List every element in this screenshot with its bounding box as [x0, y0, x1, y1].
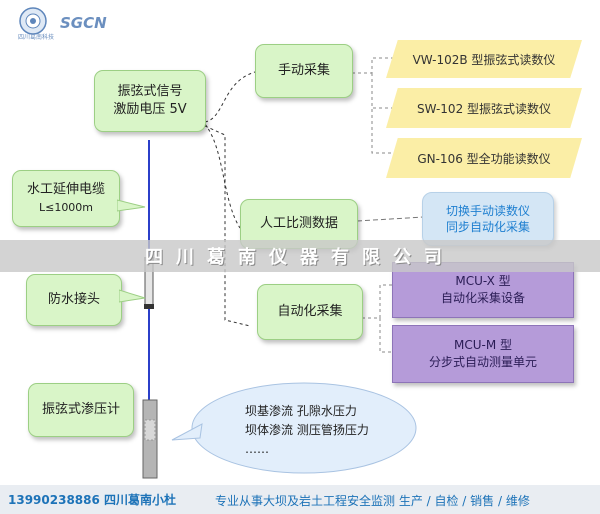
dashed-link-switch — [356, 216, 425, 222]
device-mcu-m-desc: 分步式自动测量单元 — [428, 355, 537, 369]
gauge-callout: 振弦式渗压计 — [28, 383, 134, 437]
footer-contact: 13990238886 四川葛南小杜 — [8, 493, 177, 507]
gauge-label: 振弦式渗压计 — [41, 402, 120, 417]
dashed-link-instruments — [352, 57, 393, 154]
joint-callout-pointer — [119, 289, 146, 303]
logo-text: SGCN — [60, 14, 107, 32]
dashed-link-manual — [204, 71, 256, 123]
joint-label: 防水接头 — [47, 292, 100, 307]
signal-callout: 振弦式信号 激励电压 5V — [94, 70, 206, 132]
joint-callout: 防水接头 — [26, 274, 122, 326]
cloud-line-1: 坝基渗流 孔隙水压力 — [245, 404, 357, 418]
manual-label: 手动采集 — [277, 63, 330, 78]
cloud-line-3: …… — [245, 442, 269, 456]
company-banner: 四川葛南仪器有限公司 — [0, 240, 600, 272]
auto-label: 自动化采集 — [277, 304, 343, 319]
dashed-link-devices — [362, 284, 392, 353]
device-mcu-m-title: MCU-M 型 — [453, 338, 512, 352]
company-logo: SGCN 四川葛南科技 — [16, 6, 126, 41]
cable-callout: 水工延伸电缆 L≤1000m — [12, 170, 120, 227]
cable-callout-pointer — [117, 199, 146, 212]
compare-label: 人工比测数据 — [259, 216, 338, 231]
signal-line-2: 激励电压 5V — [113, 102, 187, 117]
instrument-vw102b: VW-102B 型振弦式读数仪 — [386, 40, 582, 78]
instrument-sw102: SW-102 型振弦式读数仪 — [386, 88, 582, 128]
signal-line-1: 振弦式信号 — [117, 84, 183, 99]
logo-subtext: 四川葛南科技 — [18, 34, 55, 41]
switch-line-2: 同步自动化采集 — [445, 220, 530, 234]
dashed-link-compare — [204, 123, 241, 229]
device-mcu-x-title: MCU-X 型 — [455, 274, 511, 288]
dashed-link-auto — [204, 125, 251, 327]
cable-line-2: L≤1000m — [38, 200, 94, 214]
switch-line-1: 切换手动读数仪 — [445, 204, 530, 218]
device-mcu-x-desc: 自动化采集设备 — [440, 291, 525, 305]
switch-box: 切换手动读数仪 同步自动化采集 — [422, 192, 554, 246]
banner-text: 四川葛南仪器有限公司 — [145, 247, 455, 268]
cloud-line-2: 坝体渗流 测压管扬压力 — [245, 423, 369, 437]
footer-bar: 13990238886 四川葛南小杜 专业从事大坝及岩土工程安全监测 生产 / … — [0, 485, 600, 514]
cable-line-1: 水工延伸电缆 — [26, 181, 105, 197]
instrument-gn106: GN-106 型全功能读数仪 — [386, 138, 582, 178]
logo-emblem-icon — [19, 7, 47, 35]
cloud-text: 坝基渗流 孔隙水压力 坝体渗流 测压管扬压力 …… — [245, 402, 415, 459]
auto-callout: 自动化采集 — [257, 284, 363, 340]
footer-slogan: 专业从事大坝及岩土工程安全监测 生产 / 自检 / 销售 / 维修 — [215, 494, 530, 508]
manual-callout: 手动采集 — [255, 44, 353, 98]
device-mcu-m: MCU-M 型 分步式自动测量单元 — [392, 325, 574, 383]
